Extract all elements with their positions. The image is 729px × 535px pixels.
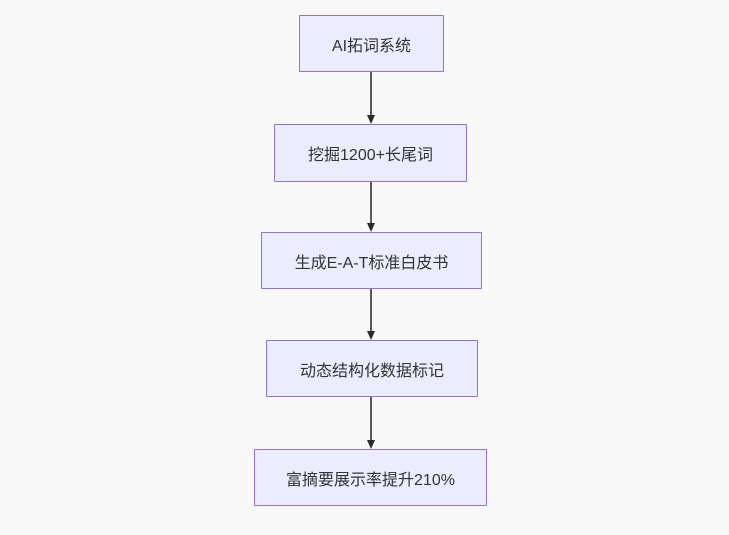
flow-arrow-down-icon [366, 72, 375, 124]
flow-arrow-down-icon [366, 397, 375, 449]
flow-node-ai-word-system: AI拓词系统 [299, 15, 444, 72]
flow-arrow-down-icon [366, 289, 375, 340]
flow-node-structured-data: 动态结构化数据标记 [266, 340, 478, 397]
flow-node-label: AI拓词系统 [331, 37, 412, 55]
flow-node-label: 挖掘1200+长尾词 [308, 147, 433, 164]
flow-node-label: 富摘要展示率提升210% [286, 471, 455, 489]
flow-arrow-down-icon [366, 182, 375, 232]
flow-node-label: 生成E-A-T标准白皮书 [294, 254, 449, 272]
flow-node-rich-snippet-result: 富摘要展示率提升210% [254, 449, 487, 506]
flow-node-longtail-mining: 挖掘1200+长尾词 [274, 124, 467, 182]
flow-node-eat-whitepaper: 生成E-A-T标准白皮书 [261, 232, 482, 289]
flow-node-label: 动态结构化数据标记 [299, 362, 444, 380]
